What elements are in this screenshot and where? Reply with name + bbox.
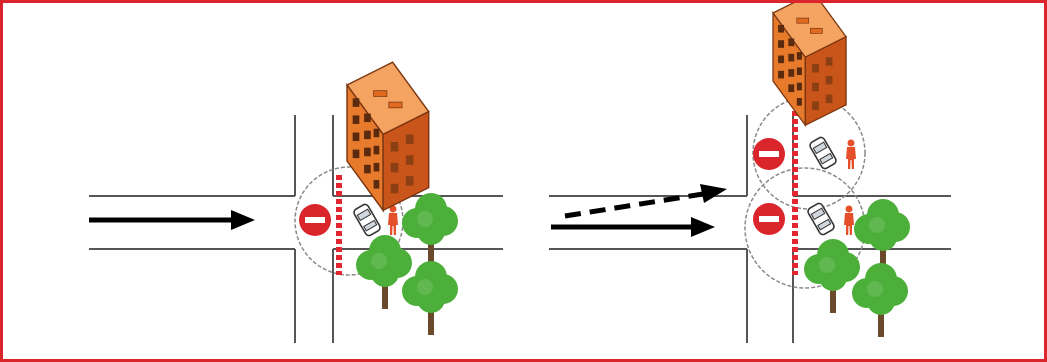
no-entry-sign-icon [299,204,331,236]
no-entry-sign-icon [753,203,785,235]
tree-icon [356,235,412,309]
tree-icon [852,263,908,337]
scene-double-zone [549,3,951,343]
car-icon [351,202,383,238]
car-icon [805,201,837,237]
person-icon [844,205,854,235]
office-building-icon [346,61,430,212]
dashed-arrow-icon [564,184,727,219]
tree-icon [402,261,458,335]
tree-icon [804,239,860,313]
arrow-icon [551,217,715,237]
no-entry-sign-icon [753,138,785,170]
person-icon [388,205,398,235]
tree-icon [402,193,458,267]
car-icon [807,135,839,171]
person-icon [846,139,856,169]
office-building-icon [772,3,847,126]
scene-single-zone [89,61,503,343]
road-lines [89,115,503,343]
intersection-diagram [89,3,951,343]
arrow-icon [89,210,255,230]
tree-icon [854,199,910,273]
